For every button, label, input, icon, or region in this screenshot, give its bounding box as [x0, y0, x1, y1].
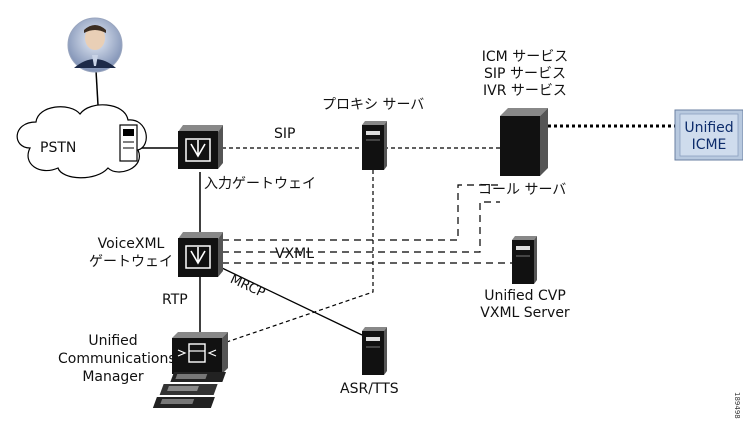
ucm-label-line3: Manager — [82, 369, 144, 385]
ip-phones-icon — [152, 372, 226, 408]
voicexml-callserver-line-a — [222, 184, 500, 241]
connections — [94, 52, 675, 346]
pstn-label: PSTN — [40, 140, 77, 156]
asr-tts-label: ASR/TTS — [340, 381, 399, 397]
cvp-vxml-label-line1: Unified CVP — [484, 288, 566, 304]
call-server-service-1: ICM サービス — [481, 49, 569, 65]
proxy-server-icon — [362, 121, 387, 170]
sip-link-label: SIP — [274, 126, 296, 142]
voicexml-gateway-icon — [178, 232, 223, 277]
cvp-vxml-server-icon — [512, 236, 537, 284]
ucm-server-icon — [172, 332, 228, 374]
ucm-label-line1: Unified — [88, 333, 138, 349]
vxml-link-label: VXML — [275, 246, 315, 262]
proxy-server-label: プロキシ サーバ — [322, 97, 425, 113]
call-server-icon — [500, 108, 548, 176]
asr-tts-server-icon — [362, 327, 387, 375]
mrcp-line — [221, 267, 363, 336]
cvp-vxml-label-line2: VXML Server — [480, 305, 570, 321]
icme-label-line2: ICME — [691, 137, 727, 153]
ucm-label-line2: Communications — [58, 351, 176, 367]
pstn-cloud — [16, 104, 147, 179]
figure-id: 189498 — [733, 392, 741, 419]
ingress-gateway-icon — [178, 125, 223, 169]
call-server-service-2: SIP サービス — [484, 66, 566, 82]
voicexml-callserver-line-b — [222, 201, 500, 253]
rtp-link-label: RTP — [162, 292, 188, 308]
call-server-label: コール サーバ — [478, 182, 567, 198]
proxy-ucm-line — [217, 170, 374, 346]
ingress-gateway-label: 入力ゲートウェイ — [204, 176, 316, 192]
icme-label-line1: Unified — [684, 120, 734, 136]
voicexml-gateway-label-line2: ゲートウェイ — [89, 254, 173, 270]
call-server-service-3: IVR サービス — [483, 83, 567, 99]
unified-icme-box — [674, 109, 743, 161]
voicexml-gateway-label-line1: VoiceXML — [97, 236, 165, 252]
caller-avatar — [67, 17, 123, 73]
